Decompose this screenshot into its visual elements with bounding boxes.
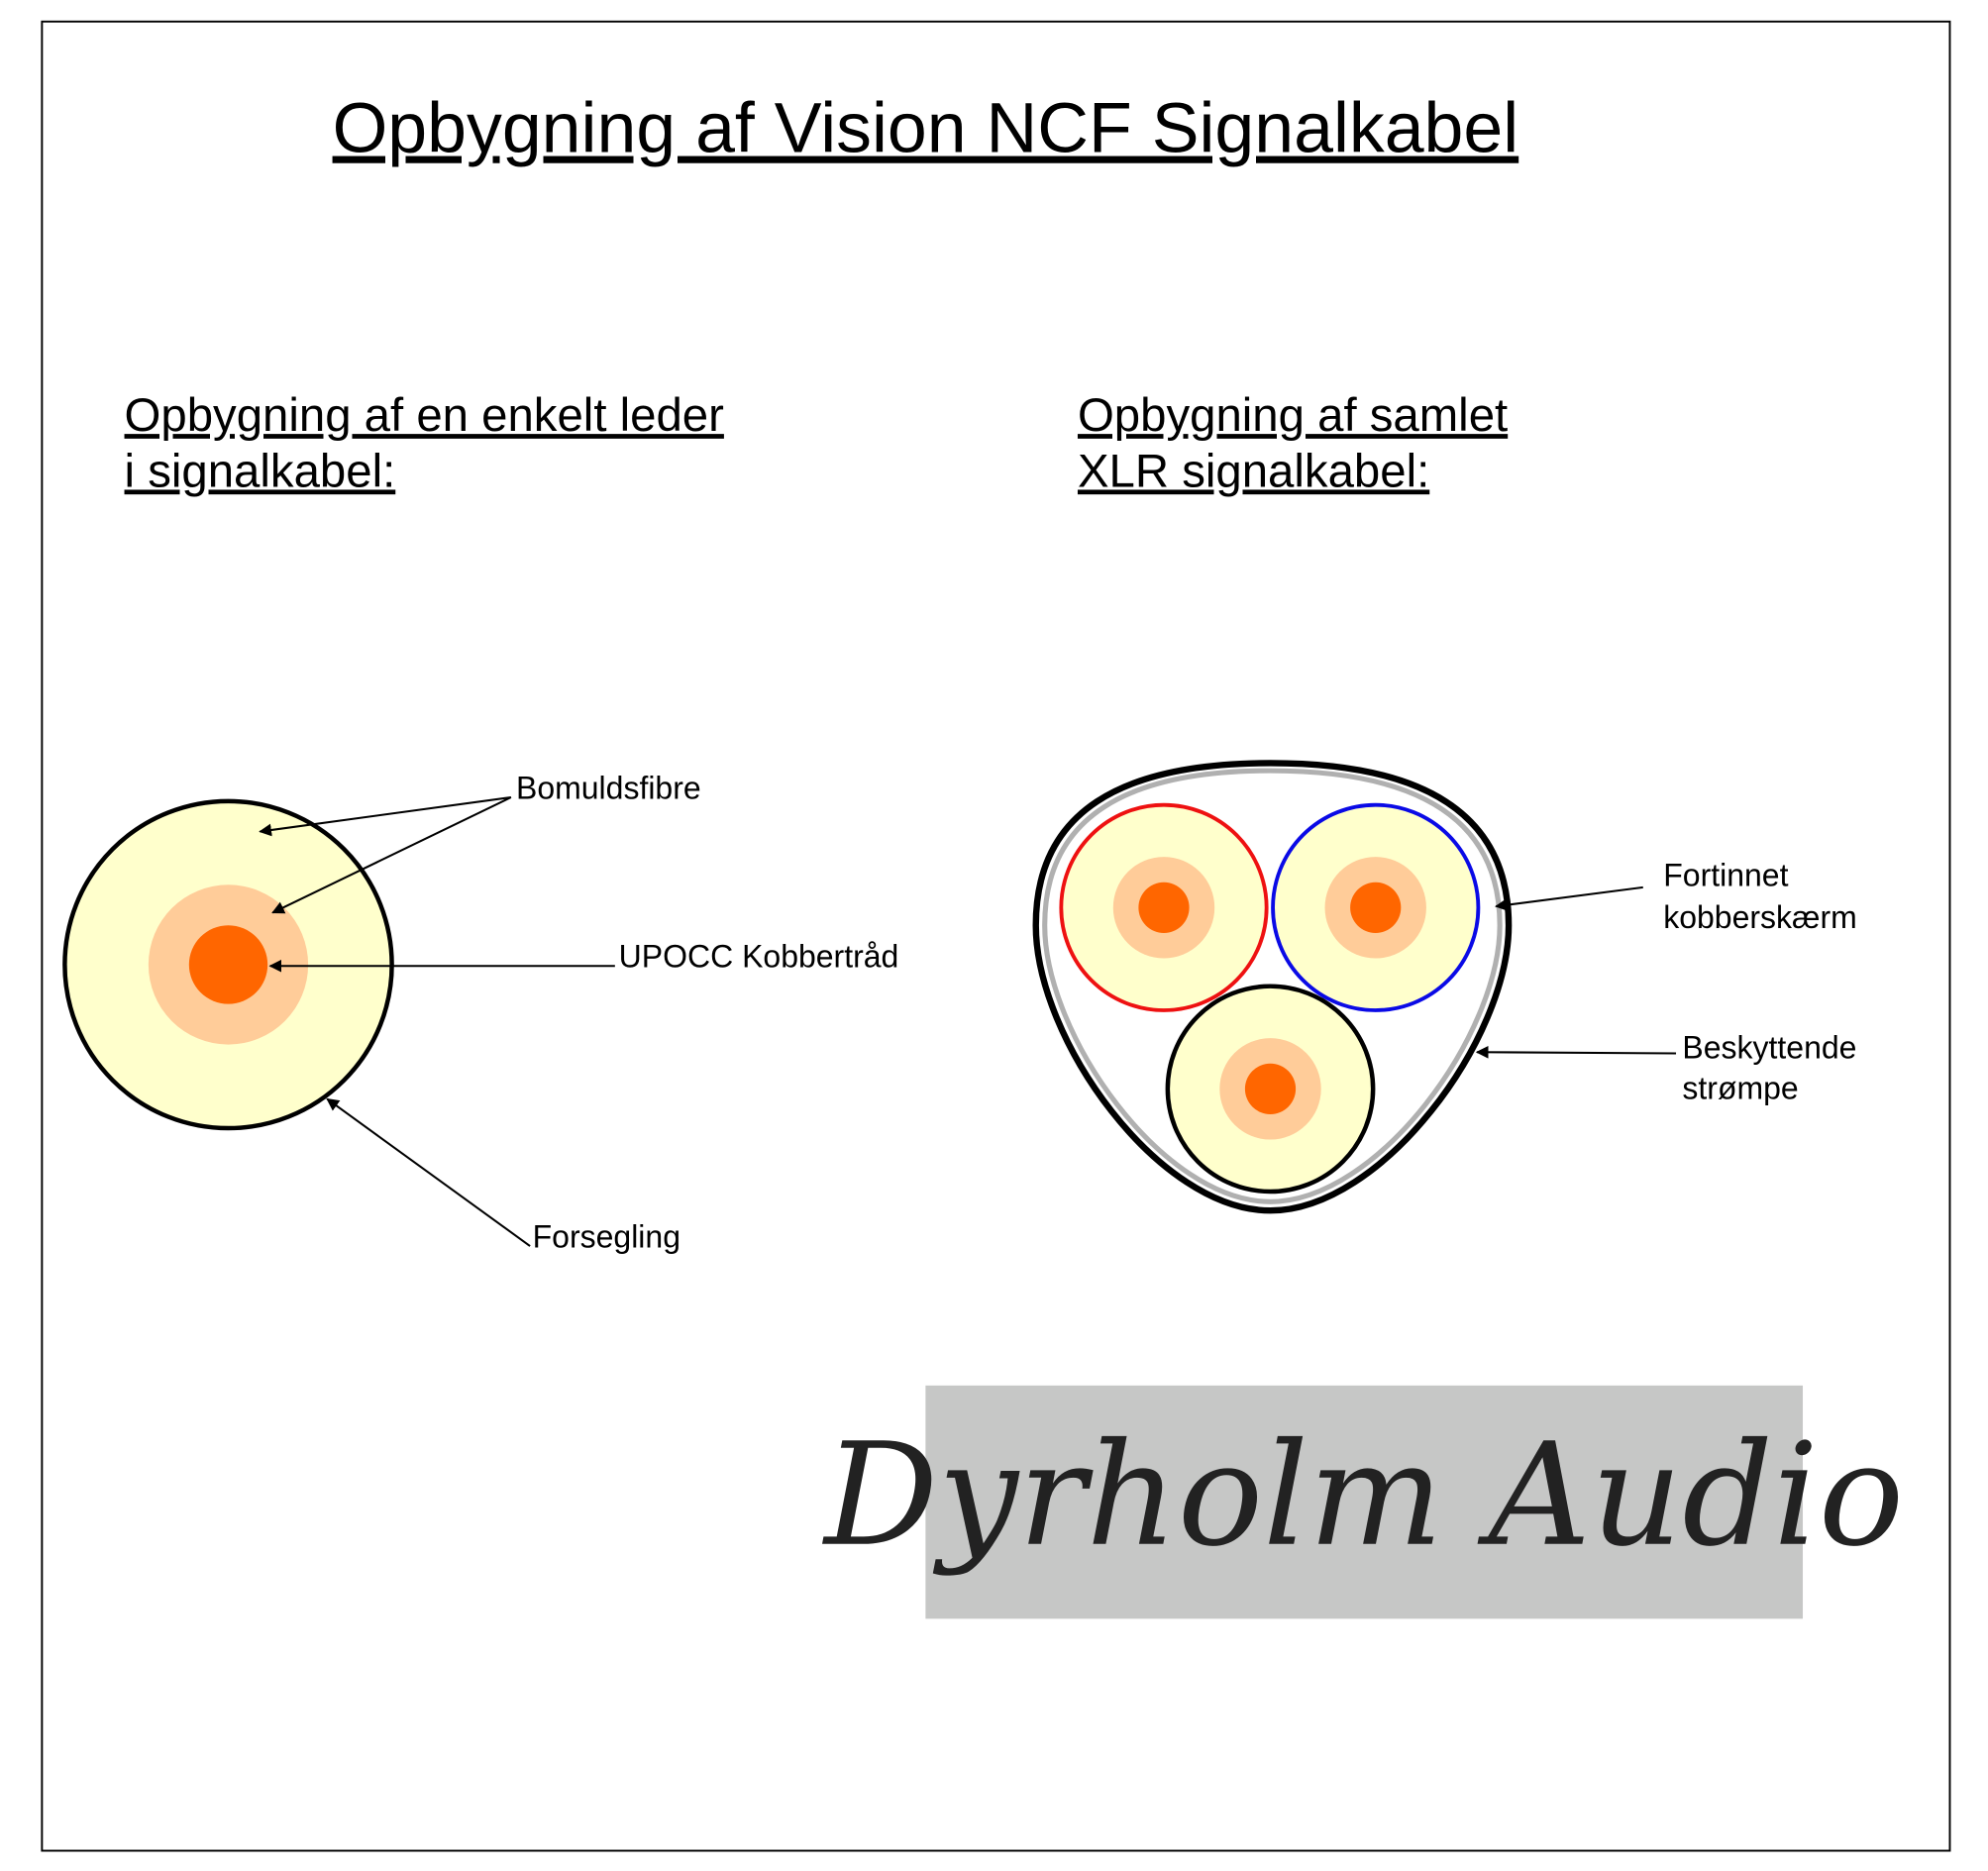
left-heading-line2: i signalkabel: <box>125 445 396 497</box>
copper-core <box>1138 882 1190 933</box>
label-copper: UPOCC Kobbertråd <box>619 938 899 974</box>
logo-text: Dyrholm Audio <box>821 1412 1904 1578</box>
page-title: Opbygning af Vision NCF Signalkabel <box>333 89 1519 168</box>
label-shield-line1: Fortinnet <box>1663 858 1788 893</box>
label-sleeve-line2: strømpe <box>1682 1071 1798 1106</box>
right-heading-line2: XLR signalkabel: <box>1078 445 1429 497</box>
seal-arrow <box>326 1097 531 1247</box>
label-shield-line2: kobberskærm <box>1663 899 1857 935</box>
shield-arrow <box>1495 885 1643 911</box>
label-seal: Forsegling <box>533 1218 680 1254</box>
label-sleeve-line1: Beskyttende <box>1682 1030 1856 1066</box>
fibre-arrow-inner <box>271 796 512 914</box>
left-heading-line1: Opbygning af en enkelt leder <box>125 389 724 442</box>
right-heading-line1: Opbygning af samlet <box>1078 389 1508 442</box>
fibre-arrow-outer <box>259 795 512 837</box>
logo-background <box>925 1385 1804 1619</box>
label-fibre: Bomuldsfibre <box>516 770 701 805</box>
copper-core <box>1350 882 1402 933</box>
single-conductor <box>62 798 394 1131</box>
tinned-copper-shield <box>1042 768 1503 1204</box>
page-border <box>41 20 1951 1852</box>
copper-core <box>1244 1063 1297 1114</box>
xlr-cable <box>1032 760 1513 1214</box>
copper-core <box>188 925 268 1004</box>
sleeve-arrow <box>1475 1045 1677 1059</box>
